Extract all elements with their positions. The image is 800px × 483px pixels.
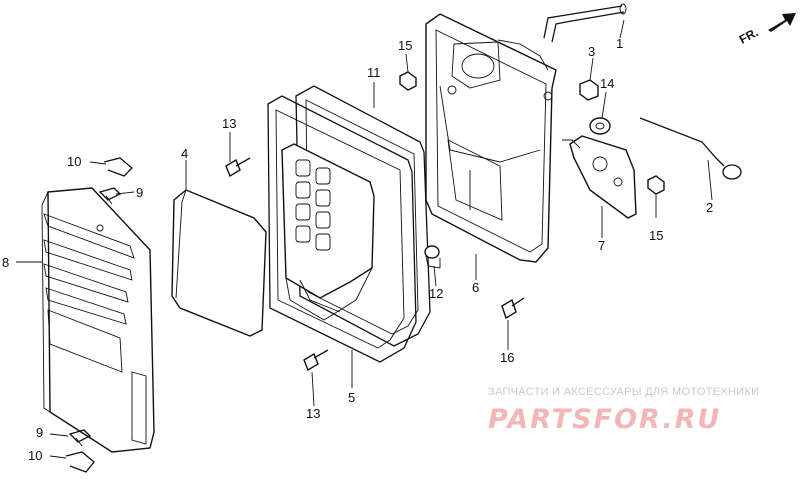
- nut-15-right: [647, 175, 665, 195]
- air-cleaner-cover: [41, 187, 155, 453]
- part-label-1: 1: [616, 36, 623, 51]
- gasket-frame: [295, 85, 431, 347]
- part-label-16: 16: [500, 350, 514, 365]
- part-label-2: 2: [706, 200, 713, 215]
- part-label-13-top: 13: [222, 116, 236, 131]
- part-label-9-bottom: 9: [36, 425, 43, 440]
- nut-15-top: [399, 71, 417, 91]
- grommet-14: [589, 117, 611, 135]
- part-label-15-top: 15: [398, 38, 412, 53]
- clip-9-bottom: [68, 429, 92, 447]
- choke-rod: [639, 117, 742, 180]
- element-cage: [281, 143, 375, 321]
- part-label-10-top: 10: [67, 154, 81, 169]
- part-number-labels: 1 2 3 4 5 6 7 8 9 9 10 10 11 12 13 13 14…: [2, 36, 713, 463]
- part-label-5: 5: [348, 390, 355, 405]
- front-direction-label: FR.: [737, 25, 761, 46]
- foam-element: [171, 189, 267, 337]
- clamp-10-top: [103, 157, 133, 177]
- part-label-8: 8: [2, 255, 9, 270]
- bolt-13-bottom: [303, 349, 329, 372]
- part-label-3: 3: [588, 44, 595, 59]
- clamp-10-bottom: [65, 451, 95, 473]
- watermark-tagline: ЗАПЧАСТИ И АКСЕССУАРЫ ДЛЯ МОТОТЕХНИКИ: [488, 386, 760, 398]
- cage-grid: [295, 159, 331, 251]
- part-label-9-top: 9: [136, 185, 143, 200]
- breather-tube: [543, 3, 627, 43]
- nut-3: [579, 79, 599, 101]
- air-cleaner-case: [425, 13, 557, 263]
- part-label-4: 4: [181, 146, 188, 161]
- watermark-logo: PARTSFOR.RU: [488, 404, 722, 435]
- collar-12: [424, 245, 441, 269]
- part-label-15-right: 15: [649, 228, 663, 243]
- choke-lever-bracket: [562, 135, 637, 219]
- front-arrow-icon: [768, 13, 796, 32]
- bolt-16: [501, 297, 525, 320]
- bolt-13-top: [225, 157, 251, 178]
- part-label-13-bottom: 13: [306, 406, 320, 421]
- part-label-6: 6: [472, 280, 479, 295]
- part-label-12: 12: [429, 286, 443, 301]
- front-direction-indicator: FR.: [737, 13, 796, 47]
- part-label-7: 7: [598, 238, 605, 253]
- part-label-11: 11: [367, 65, 381, 80]
- gasket: [267, 95, 417, 363]
- part-label-14: 14: [600, 76, 614, 91]
- part-label-10-bottom: 10: [28, 448, 42, 463]
- leader-lines: [16, 19, 713, 459]
